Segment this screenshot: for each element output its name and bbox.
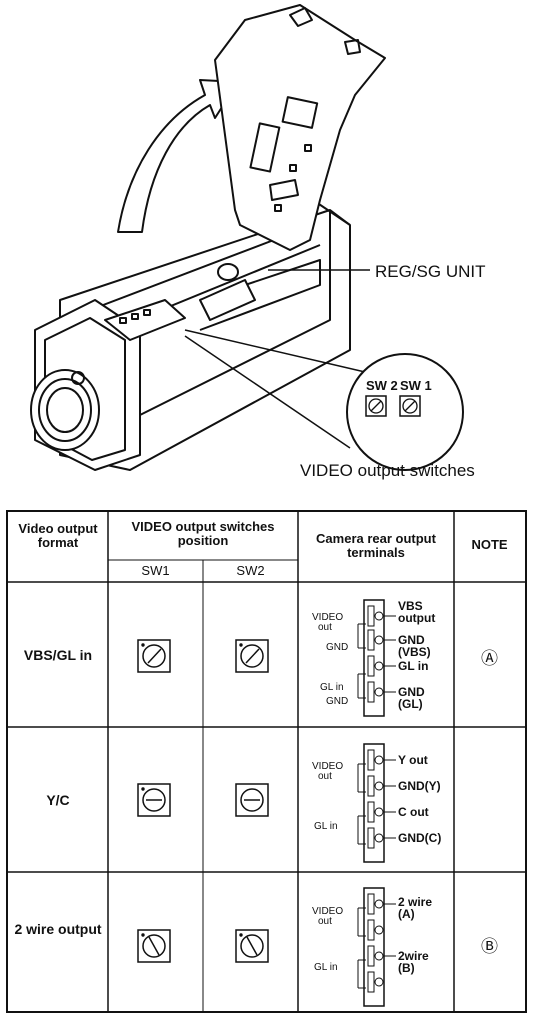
svg-text:VIDEO: VIDEO — [312, 612, 343, 623]
row1-sw1-icon — [137, 639, 171, 673]
svg-text:VIDEO: VIDEO — [312, 906, 343, 917]
svg-text:2 wire: 2 wire — [398, 895, 432, 909]
row1-note: Ⓐ — [481, 649, 498, 669]
row1-terminal-labels: VIDEO out GND GL in GND VBS output GND (… — [312, 599, 435, 711]
svg-text:(B): (B) — [398, 961, 415, 975]
row1-sw2-icon — [235, 639, 269, 673]
terminal-strip-row3 — [357, 887, 396, 1007]
row3-note: Ⓑ — [481, 937, 498, 957]
reg-sg-board — [214, 4, 386, 251]
svg-text:2wire: 2wire — [398, 949, 429, 963]
svg-text:Y out: Y out — [398, 753, 428, 767]
row1-format: VBS/GL in — [23, 647, 93, 663]
svg-text:GND: GND — [326, 642, 348, 653]
svg-text:out: out — [318, 771, 332, 782]
row2-terminal-labels: VIDEO out GL in Y out GND(Y) C out GND(C… — [312, 753, 441, 845]
svg-text:output: output — [398, 611, 435, 625]
svg-text:VIDEO: VIDEO — [312, 761, 343, 772]
svg-text:(GL): (GL) — [398, 697, 423, 711]
sw2-icon — [365, 395, 387, 417]
camera-diagram: REG/SG UNIT SW 2 SW 1 VIDEO output switc… — [30, 4, 486, 480]
sw1-icon — [399, 395, 421, 417]
switch-magnifier: SW 2 SW 1 — [184, 329, 464, 471]
header-terminals: Camera rear output terminals — [316, 531, 436, 560]
sw2-label: SW 2 — [366, 378, 398, 393]
camera-body — [30, 197, 351, 471]
svg-text:GND: GND — [398, 633, 425, 647]
svg-text:out: out — [318, 622, 332, 633]
header-sw2: SW2 — [236, 563, 265, 578]
svg-text:(A): (A) — [398, 907, 415, 921]
row3-sw1-icon — [137, 929, 171, 963]
svg-text:GL in: GL in — [398, 659, 428, 673]
output-format-table: Video output format VIDEO output switche… — [6, 510, 527, 1013]
svg-text:GND(Y): GND(Y) — [398, 779, 441, 793]
terminal-strip-row2 — [357, 743, 396, 863]
terminal-strip-row1 — [357, 599, 396, 717]
table-grid — [8, 512, 525, 1011]
row2-sw1-icon — [137, 783, 171, 817]
row3-sw2-icon — [235, 929, 269, 963]
reg-sg-label: REG/SG UNIT — [375, 262, 486, 281]
header-format: Video output format — [18, 521, 98, 550]
header-switches: VIDEO output switches position — [131, 519, 275, 548]
svg-text:GL in: GL in — [320, 682, 344, 693]
svg-text:VBS: VBS — [398, 599, 423, 613]
svg-text:C out: C out — [398, 805, 429, 819]
svg-text:out: out — [318, 916, 332, 927]
row2-sw2-icon — [235, 783, 269, 817]
sw1-label: SW 1 — [400, 378, 432, 393]
header-sw1: SW1 — [141, 563, 170, 578]
svg-text:GL in: GL in — [314, 821, 338, 832]
svg-text:GND: GND — [326, 696, 348, 707]
svg-text:GL in: GL in — [314, 962, 338, 973]
row2-format: Y/C — [46, 792, 70, 808]
diagram-caption: VIDEO output switches — [300, 461, 475, 480]
row3-terminal-labels: VIDEO out GL in 2 wire (A) 2wire (B) — [312, 895, 432, 975]
svg-text:(VBS): (VBS) — [398, 645, 431, 659]
svg-text:GND(C): GND(C) — [398, 831, 441, 845]
svg-text:GND: GND — [398, 685, 425, 699]
header-note: NOTE — [471, 537, 508, 552]
row3-format: 2 wire output — [14, 921, 102, 937]
